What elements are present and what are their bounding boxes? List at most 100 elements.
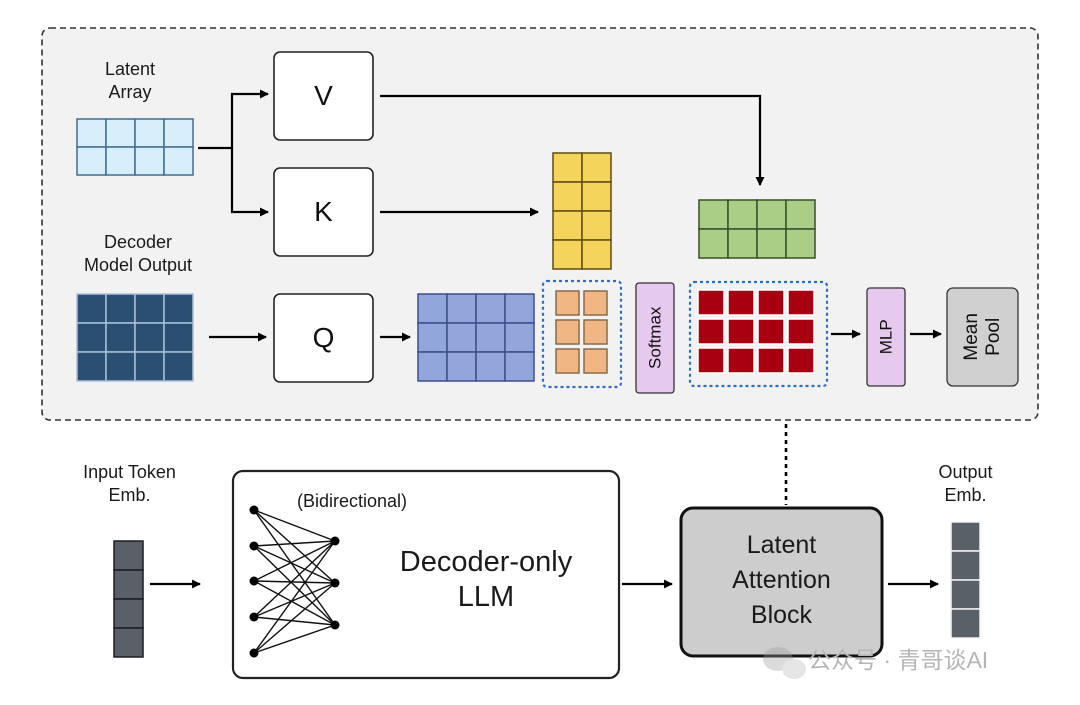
mean-pool-box <box>946 287 1019 387</box>
grid-cell <box>76 322 107 353</box>
grid-cell <box>475 322 506 353</box>
softmax-box <box>635 282 675 394</box>
network-node <box>249 576 259 586</box>
grid-cell <box>787 289 815 316</box>
network-edge <box>253 624 336 654</box>
grid-cell <box>76 118 107 148</box>
grid-cell <box>727 347 755 374</box>
grid-cell <box>697 289 725 316</box>
network-edge <box>253 540 336 618</box>
latent-to-k-arrow <box>230 148 269 217</box>
network-node <box>330 578 340 588</box>
weighted-dotted-border <box>688 280 829 388</box>
output-embedding <box>950 521 981 639</box>
network-edge <box>253 582 336 618</box>
attention-scores <box>555 290 608 374</box>
grid-cell <box>134 322 165 353</box>
grid-cell <box>113 598 144 629</box>
grid-cell <box>417 293 448 324</box>
grid-cell <box>757 289 785 316</box>
network-node <box>249 541 259 551</box>
grid-cell <box>583 319 608 345</box>
network-node <box>249 505 259 515</box>
grid-cell <box>785 228 816 259</box>
network-edge <box>253 580 336 626</box>
grid-cell <box>105 322 136 353</box>
input-token-label: Input Token Emb. <box>83 462 176 506</box>
softmax-label: Softmax <box>645 306 665 370</box>
network-edge <box>253 540 336 582</box>
k-box <box>273 167 374 257</box>
network-edge <box>253 580 336 584</box>
value-matrix <box>698 199 816 259</box>
grid-cell <box>697 318 725 345</box>
grid-cell <box>757 318 785 345</box>
grid-cell <box>727 289 755 316</box>
k-label: K <box>314 196 333 227</box>
v-label: V <box>314 80 333 111</box>
grid-cell <box>105 146 136 176</box>
grid-cell <box>134 118 165 148</box>
latent-array-grid <box>76 118 194 176</box>
v-box <box>273 51 374 141</box>
grid-cell <box>697 347 725 374</box>
mlp-box <box>866 287 906 387</box>
grid-cell <box>555 348 580 374</box>
grid-cell <box>757 347 785 374</box>
grid-cell <box>727 318 755 345</box>
grid-cell <box>113 540 144 571</box>
watermark-text: 公众号 · 青哥谈AI <box>808 647 989 673</box>
grid-cell <box>727 228 758 259</box>
network-node <box>330 620 340 630</box>
grid-cell <box>583 290 608 316</box>
grid-cell <box>787 347 815 374</box>
grid-cell <box>446 351 477 382</box>
grid-cell <box>163 146 194 176</box>
grid-cell <box>787 318 815 345</box>
wechat-icon <box>763 647 806 679</box>
grid-cell <box>105 293 136 324</box>
network-edge <box>253 509 336 584</box>
grid-cell <box>163 322 194 353</box>
input-token-embedding <box>113 540 144 658</box>
grid-cell <box>76 146 107 176</box>
grid-cell <box>113 627 144 658</box>
network-edge <box>253 540 336 654</box>
grid-cell <box>727 199 758 230</box>
grid-cell <box>698 228 729 259</box>
grid-cell <box>785 199 816 230</box>
grid-cell <box>76 293 107 324</box>
network-node <box>249 612 259 622</box>
q-label: Q <box>312 322 335 353</box>
weighted-values <box>697 289 815 374</box>
grid-cell <box>504 293 535 324</box>
grid-cell <box>504 351 535 382</box>
grid-cell <box>581 239 612 270</box>
network-edge <box>253 582 336 654</box>
grid-cell <box>105 351 136 382</box>
network-edge <box>253 540 336 547</box>
grid-cell <box>113 569 144 600</box>
mean-pool-label-wrap: Mean Pool <box>947 288 1018 386</box>
network-edge <box>253 509 336 626</box>
mlp-label: MLP <box>876 319 896 355</box>
latent-attention-block-label: Latent Attention Block <box>732 531 831 629</box>
grid-cell <box>446 322 477 353</box>
grid-cell <box>163 293 194 324</box>
grid-cell <box>105 118 136 148</box>
network-edge <box>253 545 336 584</box>
grid-cell <box>555 290 580 316</box>
grid-cell <box>756 199 787 230</box>
grid-cell <box>446 293 477 324</box>
softmax-label-wrap: Softmax <box>636 283 674 393</box>
network-icon <box>249 505 340 658</box>
network-node <box>249 648 259 658</box>
decoder-output-grid <box>76 293 194 382</box>
grid-cell <box>698 199 729 230</box>
mlp-label-wrap: MLP <box>867 288 905 386</box>
output-emb-label: Output Emb. <box>938 462 993 506</box>
grid-cell <box>552 210 583 241</box>
decoder-output-label: Decoder Model Output <box>83 232 193 276</box>
